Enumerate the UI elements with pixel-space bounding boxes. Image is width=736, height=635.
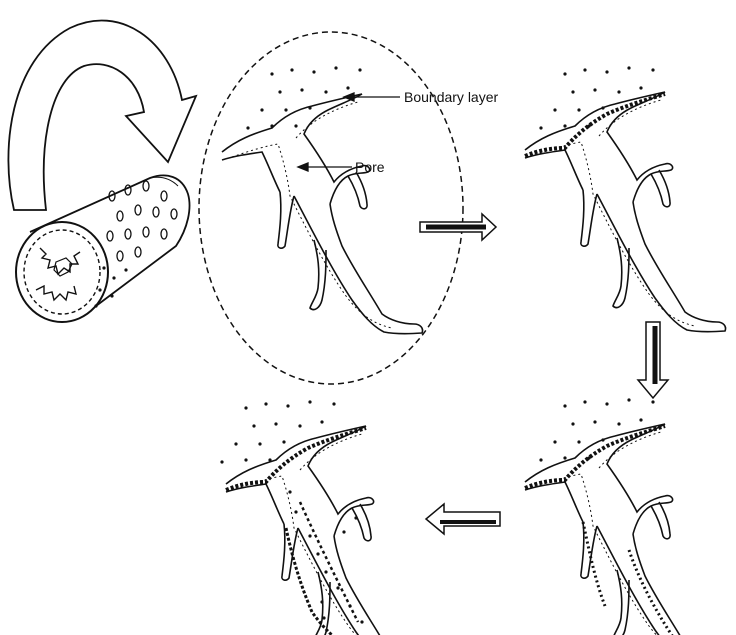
left-arrow-icon xyxy=(426,504,500,534)
pore-panel-3 xyxy=(525,398,726,635)
pore-panel-4 xyxy=(220,400,426,635)
down-arrow-icon xyxy=(638,322,668,398)
pore-label: Pore xyxy=(355,159,385,175)
right-arrow-icon xyxy=(420,214,496,240)
pore-panel-2 xyxy=(525,66,726,331)
boundary-layer-label: Boundary layer xyxy=(404,89,498,105)
pore-panel-1 xyxy=(222,66,423,333)
curved-arrow-icon xyxy=(8,20,196,210)
